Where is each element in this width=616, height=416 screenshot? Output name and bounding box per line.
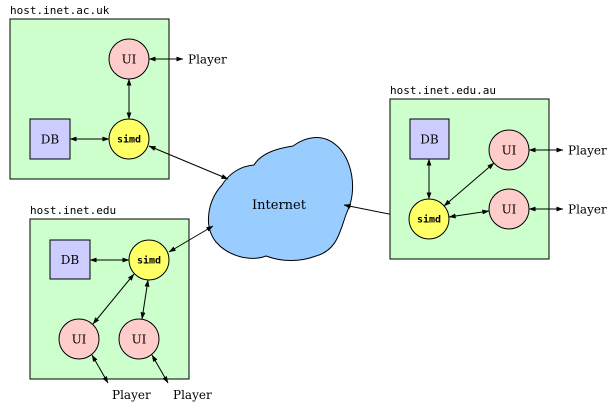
db-node: DB [409, 118, 450, 160]
player-label: Player [112, 388, 151, 402]
player-label: Player [568, 203, 607, 217]
ui-node: UI [58, 318, 100, 360]
host-au-label: host.inet.edu.au [390, 84, 496, 97]
ui-label: UI [132, 333, 147, 347]
ui-label: UI [72, 333, 87, 347]
simd-label: simd [137, 255, 161, 267]
internet-label: Internet [252, 198, 307, 213]
ui-node: UI [108, 38, 150, 80]
edge-simd-ui [92, 273, 135, 325]
db-label: DB [420, 133, 439, 147]
host-edu: host.inet.edu DB simd UI UI Player Playe… [29, 204, 212, 402]
simd-node: simd [128, 239, 170, 281]
db-node: DB [49, 239, 91, 280]
simd-label: simd [117, 134, 141, 146]
simd-node: simd [408, 198, 450, 240]
simd-label: simd [417, 214, 441, 226]
ui-node: UI [118, 318, 160, 360]
edge-ui-player [151, 354, 169, 384]
ui-circle [118, 318, 160, 360]
db-box [29, 118, 71, 160]
edge-ui-player [91, 354, 109, 384]
simd-node: simd [108, 118, 150, 160]
ui-label: UI [502, 144, 517, 158]
cloud-shape [208, 137, 354, 261]
ui-circle [58, 318, 100, 360]
host-uk-label: host.inet.ac.uk [10, 4, 110, 17]
edge-edu-internet [168, 225, 214, 253]
ui-node: UI [488, 188, 530, 230]
ui-label: UI [502, 203, 517, 217]
player-label: Player [173, 388, 212, 402]
db-box [409, 118, 450, 160]
db-label: DB [41, 133, 60, 147]
edge-uk-internet [148, 145, 229, 180]
edge-simd-ui [443, 162, 495, 207]
ui-node: UI [488, 129, 530, 171]
host-au: host.inet.edu.au DB simd UI UI Player Pl… [389, 84, 607, 260]
db-box [49, 239, 91, 280]
internet-cloud: Internet [208, 137, 354, 261]
edge-simd-ui [140, 279, 150, 320]
player-label: Player [568, 144, 607, 158]
db-label: DB [61, 253, 80, 267]
db-node: DB [29, 118, 71, 160]
edge-simd-ui [448, 209, 490, 219]
host-uk: host.inet.ac.uk UI DB simd Player [9, 4, 227, 180]
host-edu-label: host.inet.edu [30, 204, 116, 217]
ui-label: UI [122, 53, 137, 67]
player-label: Player [188, 53, 227, 67]
